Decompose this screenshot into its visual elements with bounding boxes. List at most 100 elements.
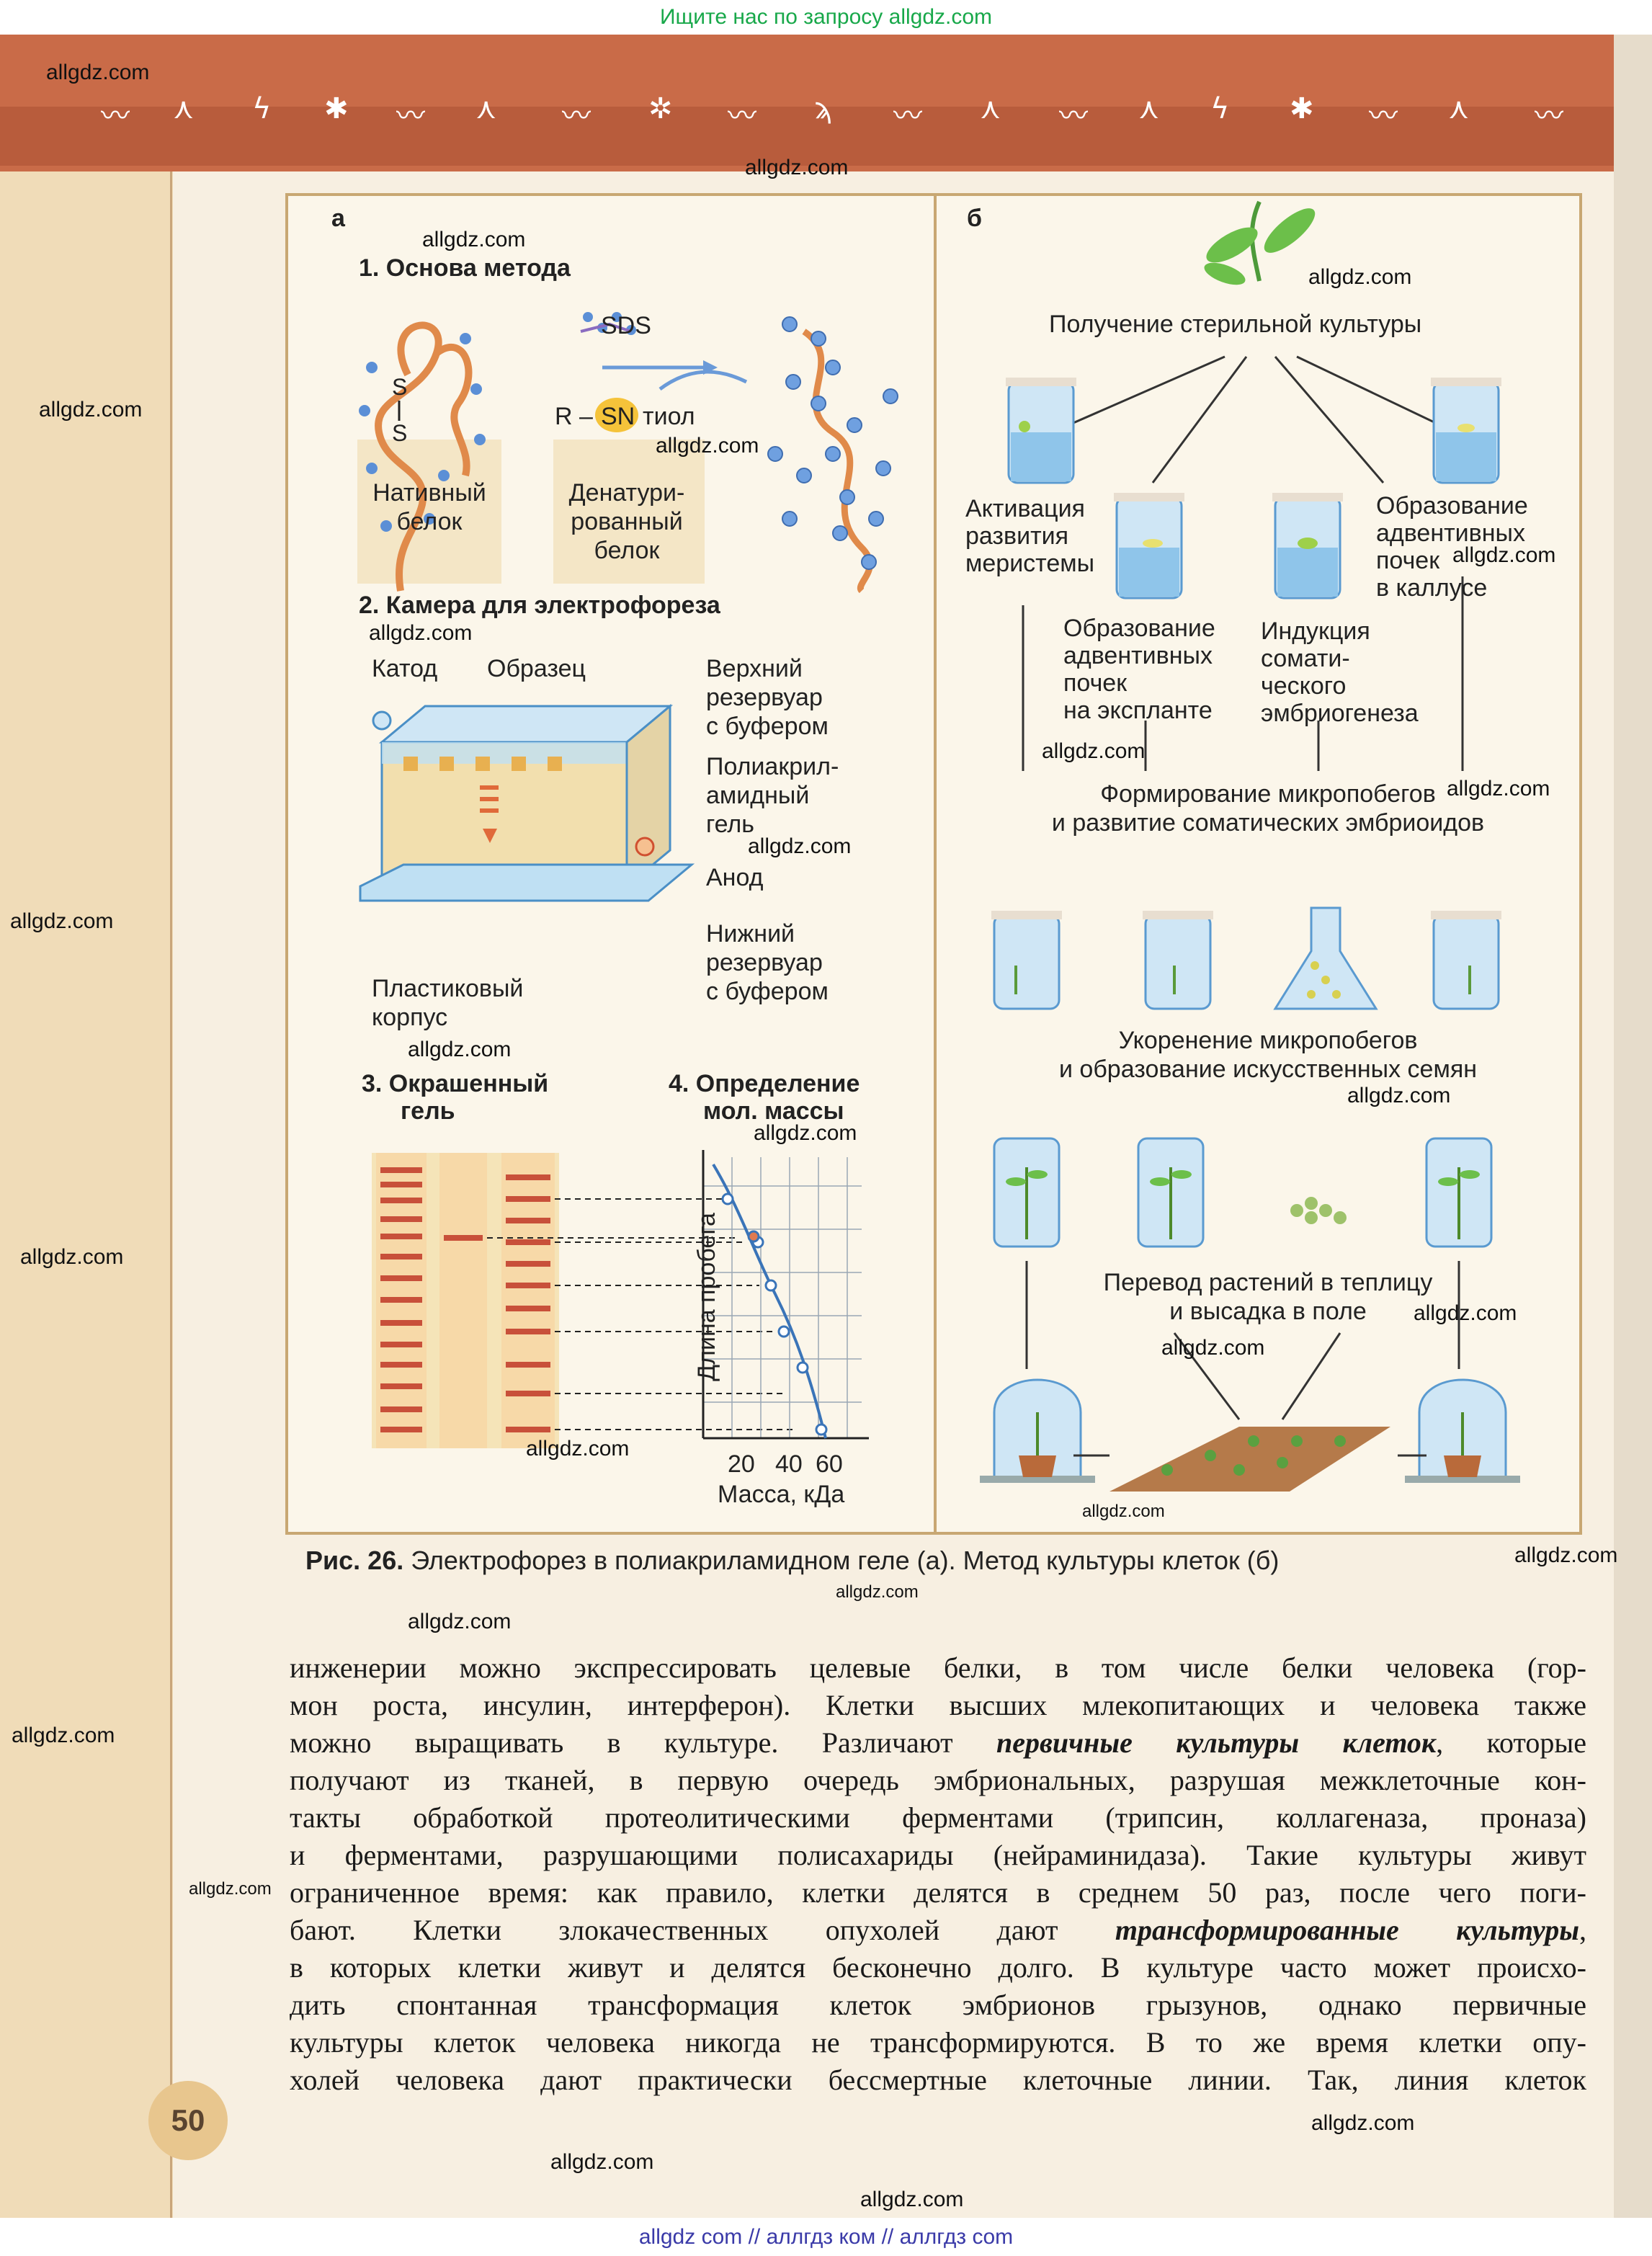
caption-text: Электрофорез в полиакриламидном геле (а)… [403, 1546, 1280, 1575]
page-number: 50 [171, 2103, 205, 2137]
gel-label-2: амидный [706, 782, 810, 809]
bird-icon: 〰 [1535, 99, 1563, 133]
formation-label-1: Формирование микропобегов [1100, 780, 1436, 808]
x-tick-20: 20 [728, 1450, 755, 1478]
watermark: allgdz.com [189, 1879, 272, 1899]
page-edge [1614, 35, 1652, 2218]
watermark: allgdz.com [20, 1245, 124, 1269]
watermark: allgdz.com [39, 398, 143, 422]
meristem-label-1: Активация [965, 495, 1085, 522]
rooting-label-2: и образование искусственных семян [1058, 1056, 1478, 1083]
watermark: allgdz.com [754, 1121, 857, 1145]
denatured-label-1: Денатури- [568, 479, 685, 507]
reagent-thiol: тиол [643, 403, 695, 430]
explant-label-3: почек [1063, 669, 1128, 697]
body-line: мон роста, инсулин, интерферон). Клетки … [290, 1689, 1586, 1721]
induction-label-2: сомати- [1261, 645, 1350, 672]
watermark: allgdz.com [745, 156, 849, 179]
scorpion-icon: ϡ [814, 92, 833, 125]
insect-icon: ✱ [1290, 92, 1314, 125]
transfer-label-2: и высадка в поле [1169, 1298, 1367, 1325]
animal-icon: 〰 [1369, 99, 1398, 133]
svg-text:S: S [392, 420, 407, 446]
body-text-run: , [1579, 1914, 1586, 1946]
sds-label: SDS [601, 312, 651, 339]
animal-icon: ⋏ [475, 92, 497, 125]
watermark: allgdz.com [369, 621, 473, 645]
anode-label: Анод [706, 864, 764, 891]
meristem-label-3: меристемы [965, 550, 1095, 577]
plastic-body-label-2: корпус [372, 1004, 448, 1031]
watermark: allgdz.com [526, 1437, 630, 1461]
reagent-sn: SN [601, 403, 635, 430]
watermark: allgdz.com [1452, 543, 1556, 567]
strip-band [0, 107, 1652, 166]
figure-divider [934, 193, 937, 1535]
explant-label-2: адвентивных [1063, 642, 1213, 669]
upper-reservoir-label-2: резервуар [706, 684, 823, 711]
protein-diagram: S S [357, 312, 898, 594]
native-label-1: Нативный [372, 479, 486, 507]
callus-label-3: почек [1376, 547, 1440, 574]
term-primary-cultures: первичные культуры клеток [996, 1726, 1437, 1759]
watermark: allgdz.com [1308, 265, 1412, 289]
rooting-label-1: Укоренение микропобегов [1118, 1027, 1418, 1054]
animal-icon: 〰 [1059, 99, 1088, 133]
upper-reservoir-label-1: Верхний [706, 655, 803, 682]
top-banner-text: Ищите нас по запросу allgdz.com [659, 5, 993, 29]
step3-title-1: 3. Окрашенный [362, 1070, 549, 1097]
body-text-run: , которые [1436, 1726, 1587, 1759]
y-axis-label: Длина пробега [692, 1213, 720, 1381]
panel-a-letter: а [331, 205, 345, 232]
induction-label-1: Индукция [1261, 617, 1370, 645]
watermark: allgdz.com [422, 228, 526, 251]
animal-icon: ϟ [252, 92, 272, 125]
body-text-run: бают. Клетки злокачественных опухолей да… [290, 1914, 1115, 1946]
body-line: холей человека дают практически бессмерт… [290, 2064, 1586, 2096]
sample-label: Образец [487, 655, 586, 682]
upper-reservoir-label-3: с буфером [706, 713, 829, 740]
watermark: allgdz.com [836, 1582, 919, 1602]
transfer-label-1: Перевод растений в теплицу [1103, 1269, 1433, 1296]
body-line: получают из тканей, в первую очередь эмб… [290, 1764, 1586, 1796]
induction-label-3: ческого [1261, 672, 1347, 700]
body-line: и ферментами, разрушающими полисахариды … [290, 1839, 1586, 1871]
lower-reservoir-label-3: с буфером [706, 978, 829, 1005]
x-tick-60: 60 [816, 1450, 843, 1478]
explant-label-4: на экспланте [1063, 697, 1213, 724]
reagent-prefix: R – [555, 403, 593, 430]
watermark: allgdz.com [1161, 1336, 1265, 1360]
watermark: allgdz.com [1447, 777, 1550, 801]
animal-icon: 〰 [728, 99, 756, 133]
bird-icon: 〰 [562, 99, 591, 133]
step3-title-2: гель [401, 1097, 455, 1125]
animal-icon: 〰 [893, 99, 922, 133]
page-margin [0, 171, 173, 2218]
watermark: allgdz.com [550, 2150, 654, 2174]
watermark: allgdz.com [1414, 1301, 1517, 1325]
step4-title-1: 4. Определение [669, 1070, 860, 1097]
body-line: ограниченное время: как правило, клетки … [290, 1876, 1586, 1909]
panel-b-letter: б [967, 205, 983, 232]
lower-reservoir-label-2: резервуар [706, 949, 823, 976]
body-line: в которых клетки живут и делятся бесконе… [290, 1951, 1586, 1984]
x-axis-label: Масса, кДа [718, 1481, 845, 1508]
watermark: allgdz.com [1082, 1502, 1165, 1521]
term-transformed-cultures: трансформированные культуры [1115, 1914, 1579, 1946]
callus-label-1: Образование [1376, 492, 1528, 520]
watermark: allgdz.com [1347, 1084, 1451, 1107]
gel-label-1: Полиакрил- [706, 753, 839, 780]
body-line: культуры клеток человека никогда не тран… [290, 2026, 1586, 2059]
watermark: allgdz.com [1514, 1543, 1618, 1567]
watermark: allgdz.com [408, 1038, 512, 1061]
body-text-run: можно выращивать в культуре. Различают [290, 1726, 997, 1759]
body-line: дить спонтанная трансформация клеток эмб… [290, 1989, 1586, 2021]
step4-title-2: мол. массы [703, 1097, 844, 1125]
bird-icon: ⋏ [980, 92, 1001, 125]
formation-label-2: и развитие соматических эмбриоидов [1051, 809, 1485, 837]
watermark: allgdz.com [408, 1610, 512, 1633]
native-label-2: белок [396, 508, 463, 535]
figure-caption: Рис. 26. Электрофорез в полиакриламидном… [305, 1546, 1279, 1576]
body-line: такты обработкой протеолитическими ферме… [290, 1801, 1586, 1834]
explant-label-1: Образование [1063, 615, 1215, 642]
